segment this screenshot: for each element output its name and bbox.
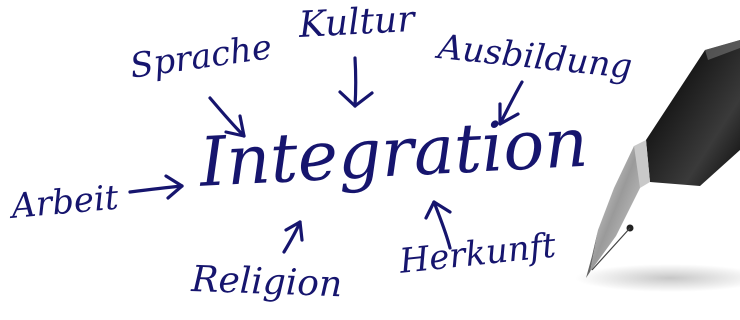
term-kultur: Kultur (297, 0, 416, 46)
center-term-integration: Integration (197, 103, 590, 203)
arrow-religion (282, 220, 304, 254)
term-arbeit: Arbeit (9, 177, 121, 227)
arrow-arbeit (128, 174, 184, 200)
arrow-sprache (208, 96, 246, 138)
arrow-herkunft (424, 200, 452, 250)
arrow-kultur (338, 56, 374, 108)
term-religion: Religion (190, 259, 343, 306)
arrow-ausbildung (498, 80, 524, 126)
